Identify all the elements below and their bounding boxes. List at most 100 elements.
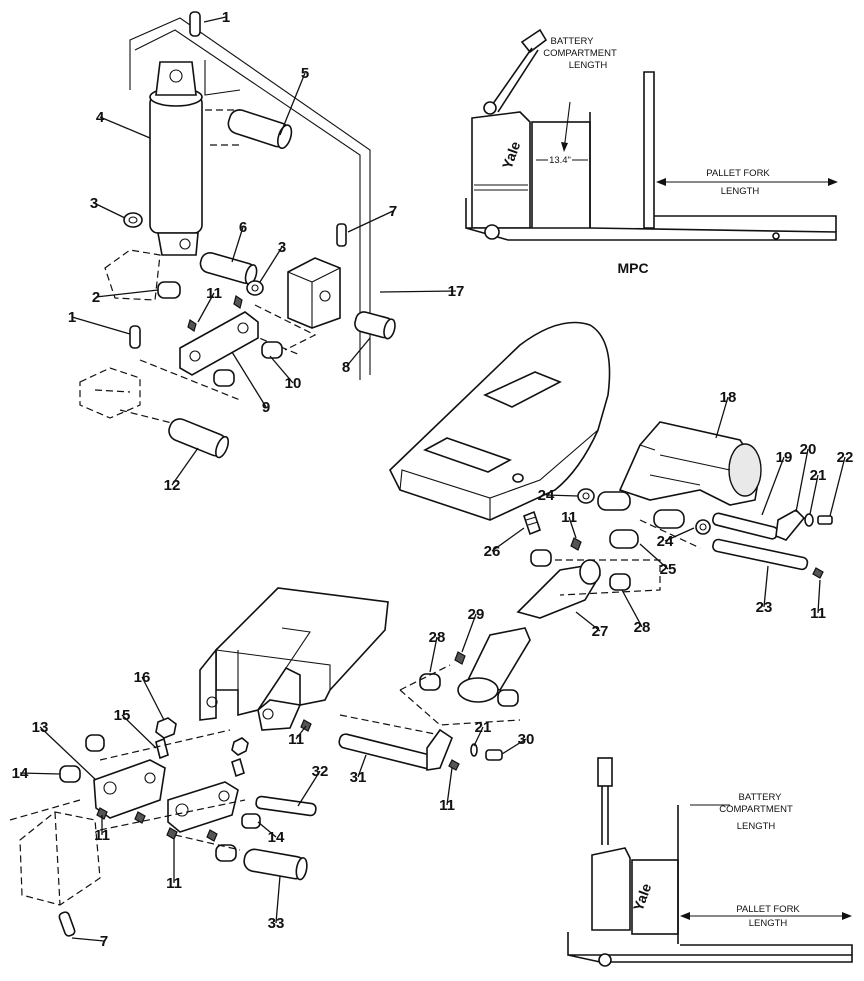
callout-leader-c33	[275, 875, 281, 924]
lock-plate-20	[775, 509, 806, 541]
lower-frame	[199, 587, 531, 771]
callout-c2: 2	[92, 289, 100, 306]
callout-leader-c5	[279, 72, 306, 136]
washer-3	[123, 212, 143, 228]
spring-26	[523, 510, 541, 536]
callout-c1b: 1	[68, 309, 76, 326]
callout-c19: 19	[776, 449, 793, 466]
link-13	[93, 759, 166, 819]
callout-leader-c1a	[203, 16, 227, 23]
callout-leader-c9	[231, 351, 267, 408]
callout-leader-c22	[829, 456, 846, 517]
callout-leader-c16	[141, 676, 165, 721]
callout-leader-c21b	[473, 726, 484, 747]
inset-top-battery-label: BATTERY	[551, 36, 595, 47]
callout-c17: 17	[448, 283, 465, 300]
callout-c14b: 14	[268, 829, 285, 846]
callout-c29: 29	[468, 606, 485, 623]
callout-leader-c13	[39, 726, 97, 781]
callout-leader-c21a	[809, 474, 819, 515]
callout-c11g: 11	[166, 875, 182, 892]
callout-c4: 4	[96, 109, 105, 126]
callout-c10: 10	[285, 375, 302, 392]
callout-c11c: 11	[810, 605, 826, 622]
callout-c16: 16	[134, 669, 151, 686]
cylinder-top-clevis	[155, 61, 197, 96]
callout-c3b: 3	[278, 239, 286, 256]
anchor-block	[287, 257, 341, 329]
roller-25	[609, 529, 639, 549]
callout-c5: 5	[301, 65, 309, 82]
callout-c8: 8	[342, 359, 350, 376]
callout-c31: 31	[350, 769, 367, 786]
callout-c24a: 24	[538, 487, 555, 504]
roll-pin-7b	[58, 911, 76, 937]
callout-leader-c17	[379, 290, 457, 293]
callout-c21b: 21	[475, 719, 492, 736]
callout-c7b: 7	[100, 933, 108, 950]
callout-leader-c11b	[568, 516, 577, 539]
rod-32	[255, 795, 317, 817]
callout-leader-c18	[715, 396, 729, 439]
pivot-housing-18	[618, 421, 761, 506]
inset-mpc-truck: BATTERY COMPARTMENT LENGTH 13.4" Yale PA…	[465, 28, 838, 276]
callout-leader-c14b	[257, 821, 277, 838]
callout-leader-c27	[575, 611, 601, 632]
callout-leader-c28b	[621, 589, 643, 628]
callout-leader-c32	[297, 770, 321, 807]
callout-leader-c6	[231, 226, 244, 263]
inset-bottom-compartment-label: COMPARTMENT	[719, 804, 793, 815]
inset-bottom-fork-label: PALLET FORK	[736, 904, 800, 915]
pivot-assembly	[516, 421, 833, 619]
callout-leader-c24a	[545, 494, 579, 497]
callout-c11a: 11	[206, 285, 222, 302]
callout-leader-c12	[171, 447, 199, 486]
callout-leader-c26	[491, 527, 525, 552]
spring-15	[155, 737, 169, 760]
callout-leader-c29	[461, 613, 477, 653]
callout-c24b: 24	[657, 533, 674, 550]
callout-c1a: 1	[222, 9, 230, 26]
inset-top-dimension: 13.4"	[549, 155, 571, 166]
callout-c27: 27	[592, 623, 609, 640]
inset-bottom-battery-label: BATTERY	[739, 792, 783, 803]
callout-leader-c11d	[295, 725, 307, 740]
link-assembly	[9, 717, 317, 937]
bushing-8	[354, 311, 396, 340]
callout-c25: 25	[660, 561, 677, 578]
frame-weldment	[215, 587, 389, 717]
callout-leader-c10	[269, 355, 294, 384]
callout-leader-c11e	[446, 767, 453, 806]
callout-leader-c1b	[71, 316, 131, 335]
roll-pin-7	[336, 223, 347, 247]
callout-c7a: 7	[389, 203, 397, 220]
callout-c20: 20	[800, 441, 817, 458]
inset-top-fork-length: LENGTH	[721, 186, 760, 197]
nut-16	[155, 717, 177, 739]
callout-leader-c23	[763, 565, 769, 608]
pin-6	[199, 252, 258, 286]
callout-leader-c20	[795, 448, 809, 513]
callout-c33: 33	[268, 915, 285, 932]
pin-19	[712, 512, 779, 540]
callout-c3a: 3	[90, 195, 98, 212]
callout-c11d: 11	[288, 731, 304, 748]
callout-leader-c30	[501, 738, 527, 755]
bushing-14	[59, 765, 81, 783]
callout-leader-c2	[95, 289, 159, 298]
callout-leader-c7b	[71, 937, 105, 942]
callout-leader-c31	[357, 754, 367, 778]
callout-leader-c7a	[347, 210, 394, 233]
lift-cylinder	[149, 94, 203, 234]
callout-leader-c3b	[259, 246, 283, 283]
callout-c11f: 11	[94, 827, 110, 844]
shaft-23	[712, 538, 809, 571]
bushing-10	[261, 341, 283, 359]
callout-leader-c14a	[19, 772, 61, 775]
truck-body	[471, 111, 531, 229]
callout-leader-c24b	[664, 527, 695, 542]
callout-c23: 23	[756, 599, 773, 616]
grease-fitting-11	[233, 295, 243, 309]
inset-top-fork-label: PALLET FORK	[706, 168, 770, 179]
